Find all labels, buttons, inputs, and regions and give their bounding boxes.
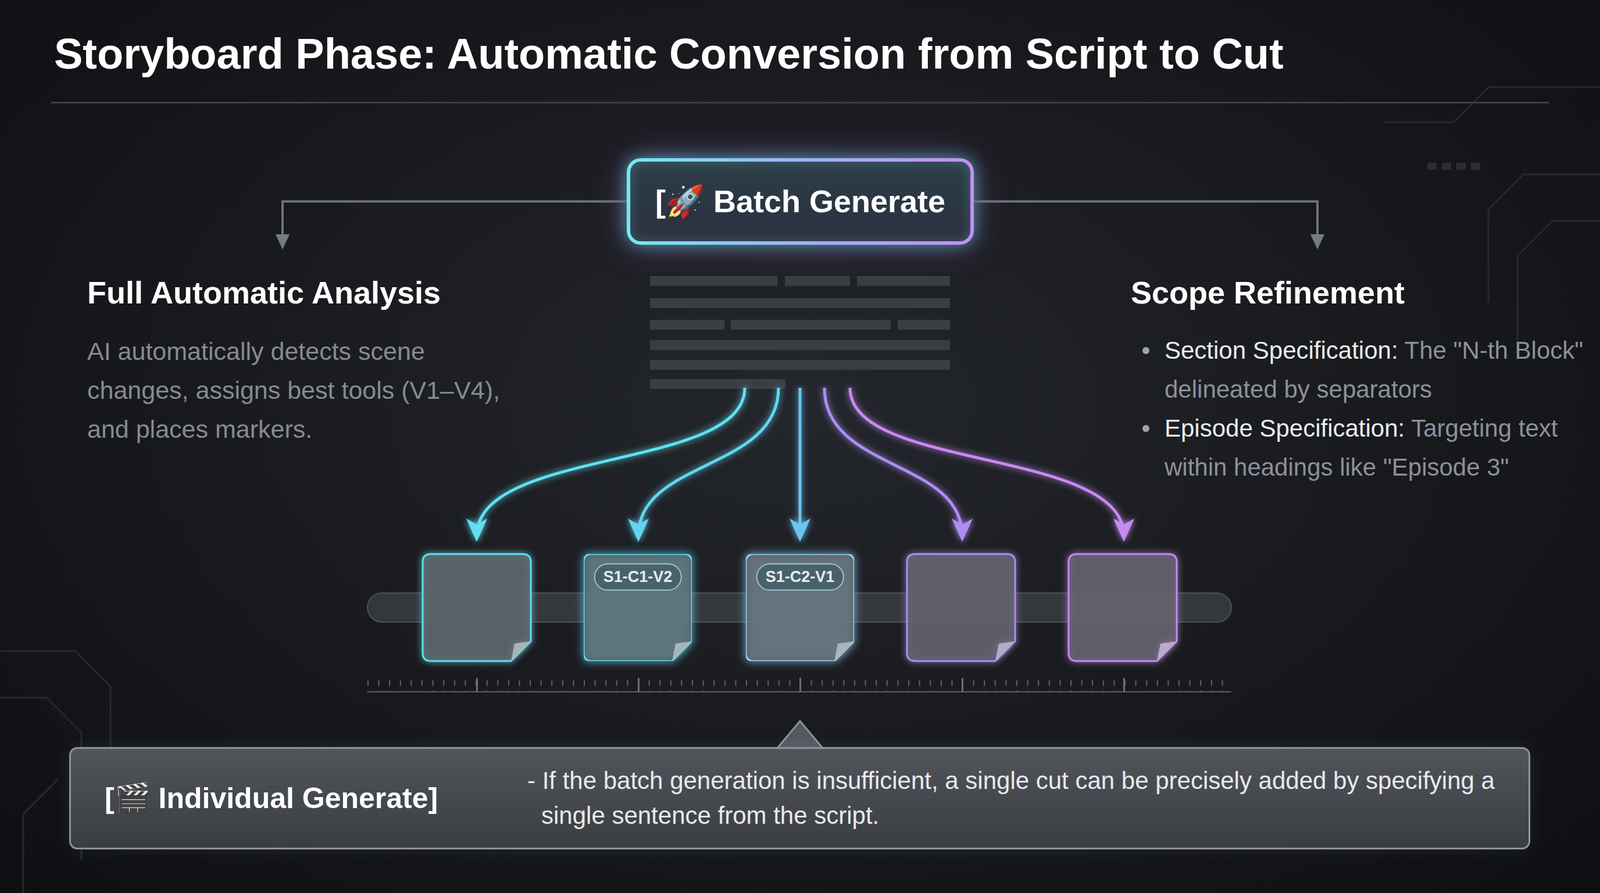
circuit-line bbox=[1383, 87, 1600, 123]
panel-heading: [🎬 Individual Generate] bbox=[104, 781, 438, 816]
bullet-dot bbox=[1142, 347, 1150, 355]
section-text: AI automatically detects scene changes, … bbox=[87, 331, 506, 449]
card-fold bbox=[995, 641, 1016, 662]
elbow-connector bbox=[282, 201, 627, 248]
bullet-dot bbox=[1142, 425, 1150, 432]
major-tick bbox=[799, 677, 802, 692]
bullet-item: Episode Specification:Targeting text wit… bbox=[1130, 408, 1585, 487]
card-fold bbox=[834, 641, 855, 662]
card-outline bbox=[1068, 554, 1177, 662]
script-line bbox=[650, 276, 778, 287]
script-line bbox=[650, 319, 725, 330]
cut-card bbox=[906, 554, 1016, 662]
script-line bbox=[897, 319, 950, 330]
major-tick bbox=[476, 677, 478, 692]
card-outline bbox=[906, 554, 1016, 662]
split-arrow bbox=[798, 387, 802, 537]
split-arrow bbox=[850, 387, 1124, 537]
card-outline bbox=[745, 554, 855, 662]
script-line bbox=[650, 340, 950, 350]
bullet-item: Section Specification:The "N-th Block" d… bbox=[1130, 330, 1585, 409]
elbow-connector bbox=[973, 201, 1318, 248]
button-label: [🚀 Batch Generate bbox=[655, 183, 946, 220]
pad bbox=[1456, 162, 1466, 170]
split-arrow bbox=[824, 387, 963, 537]
section-heading: Full Automatic Analysis bbox=[87, 273, 506, 313]
feature-block: Full Automatic Analysis AI automatically … bbox=[87, 247, 506, 449]
bullet-label: Episode Specification: bbox=[1164, 414, 1405, 442]
cut-card: S1-C1-V2 bbox=[583, 554, 692, 662]
split-arrow bbox=[476, 387, 745, 537]
ruler-major-ticks bbox=[476, 677, 1125, 692]
script-line bbox=[730, 319, 891, 330]
major-tick bbox=[961, 677, 964, 692]
bullet-label: Section Specification: bbox=[1164, 336, 1399, 364]
feature-block: Scope RefinementSection Specification:Th… bbox=[1130, 247, 1585, 487]
callout-panel: [🎬 Individual Generate] - If the batch ge… bbox=[69, 747, 1531, 850]
circuit-pads bbox=[1427, 162, 1481, 170]
section-heading: Scope Refinement bbox=[1130, 273, 1585, 313]
cut-id-badge: S1-C2-V1 bbox=[756, 563, 845, 591]
diagram-title: Storyboard Phase: Automatic Conversion f… bbox=[54, 29, 1284, 79]
script-line bbox=[650, 298, 950, 309]
script-line bbox=[650, 359, 950, 370]
script-line bbox=[784, 276, 850, 287]
panel-text: - If the batch generation is insufficien… bbox=[527, 763, 1506, 834]
pad bbox=[1427, 162, 1437, 170]
cut-card: S1-C2-V1 bbox=[745, 554, 855, 662]
split-arrows bbox=[476, 387, 1124, 537]
action-button: [🚀 Batch Generate bbox=[626, 158, 974, 245]
major-tick bbox=[1123, 677, 1125, 692]
cut-card bbox=[1068, 554, 1177, 662]
panel-pointer bbox=[776, 720, 824, 749]
circuit-lines bbox=[0, 87, 1600, 893]
card-fold bbox=[1156, 641, 1177, 662]
card-fold bbox=[511, 641, 531, 662]
pad bbox=[1470, 162, 1481, 170]
card-outline bbox=[583, 554, 692, 662]
cut-card bbox=[422, 554, 531, 662]
card-fold bbox=[672, 641, 692, 662]
circuit-line bbox=[1488, 174, 1600, 303]
card-outline bbox=[422, 554, 531, 662]
title-rule bbox=[51, 101, 1549, 104]
circuit-line bbox=[23, 779, 59, 893]
script-line bbox=[856, 276, 950, 287]
cut-id-badge: S1-C1-V2 bbox=[594, 563, 682, 591]
major-tick bbox=[637, 677, 640, 692]
script-document bbox=[650, 276, 950, 389]
split-arrow bbox=[638, 387, 779, 537]
pad bbox=[1441, 162, 1452, 170]
script-line bbox=[650, 379, 786, 389]
